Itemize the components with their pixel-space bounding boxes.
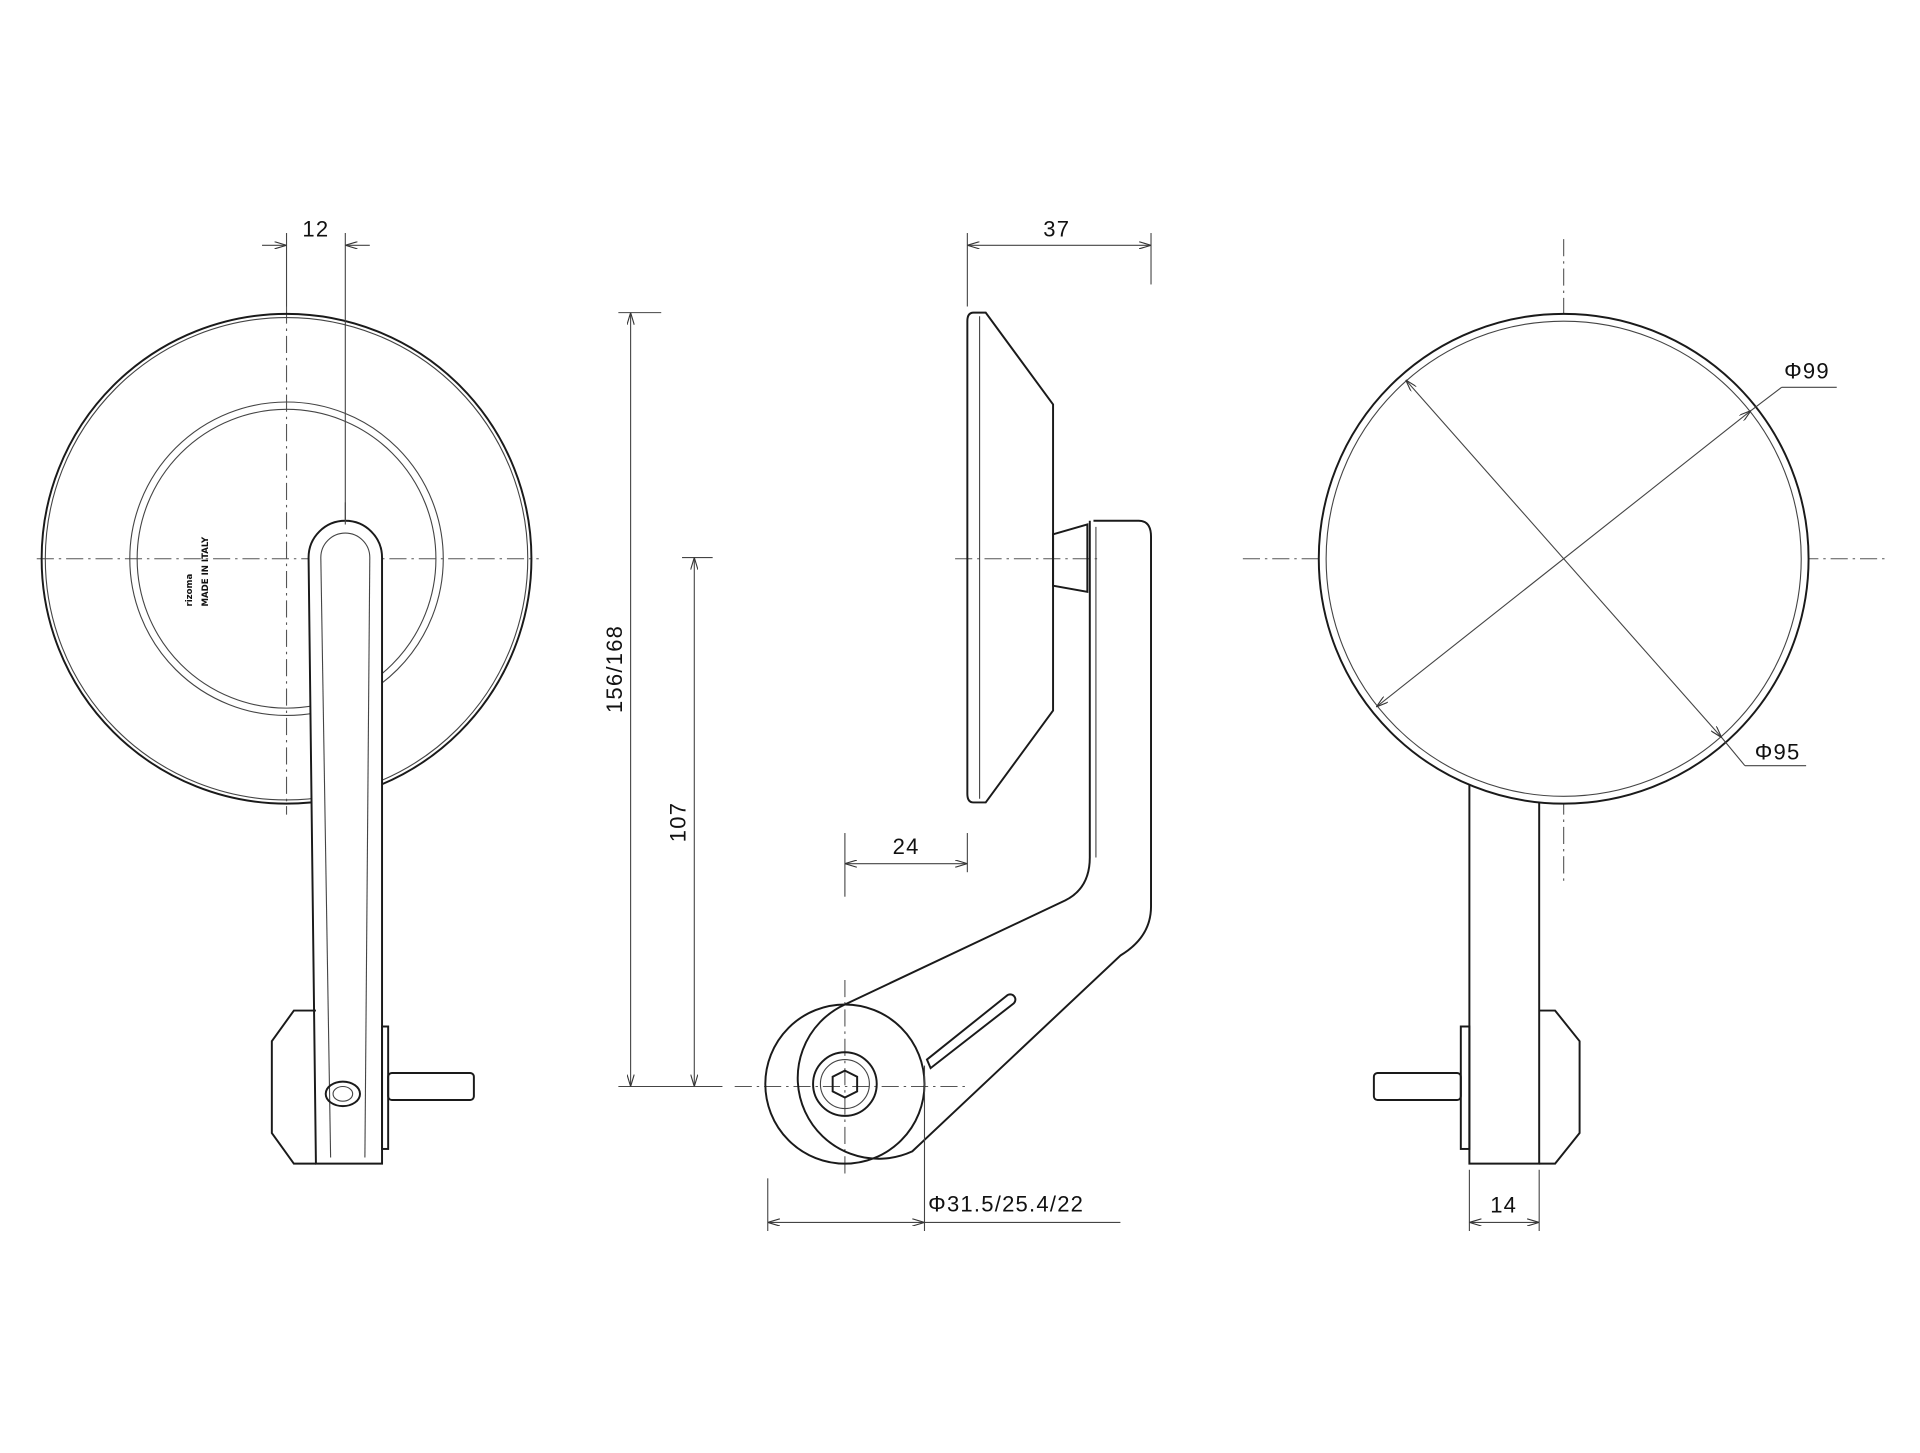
mirror-housing xyxy=(40,312,533,805)
dim-arm-offset: 12 xyxy=(302,217,329,242)
dim-arm-width: 14 xyxy=(1490,1193,1517,1218)
origin-label: MADE IN ITALY xyxy=(201,536,211,607)
dim-glass-diameter: Φ95 xyxy=(1755,740,1801,765)
dim-outer-diameter: Φ99 xyxy=(1784,359,1830,384)
mirror-plate xyxy=(966,311,1055,804)
brand-logo: rizoma xyxy=(185,574,195,607)
logo-marking: rizoma MADE IN ITALY xyxy=(185,536,211,607)
rear-view: Φ99 Φ95 14 xyxy=(1242,239,1886,1231)
dim-clamp-diameter: Φ31.5/25.4/22 xyxy=(928,1191,1084,1216)
dim-clamp-to-center: 107 xyxy=(666,802,691,842)
bolt-icon xyxy=(324,1080,361,1108)
side-view: 37 156/168 107 24 Φ31.5/25.4/22 xyxy=(602,217,1152,1231)
front-view: rizoma MADE IN ITALY 12 xyxy=(36,217,539,1165)
dim-arm-setback: 24 xyxy=(893,834,920,859)
hex-bolt-icon xyxy=(831,1069,859,1099)
dim-total-height: 156/168 xyxy=(602,625,627,713)
dim-mirror-depth: 37 xyxy=(1043,217,1070,242)
